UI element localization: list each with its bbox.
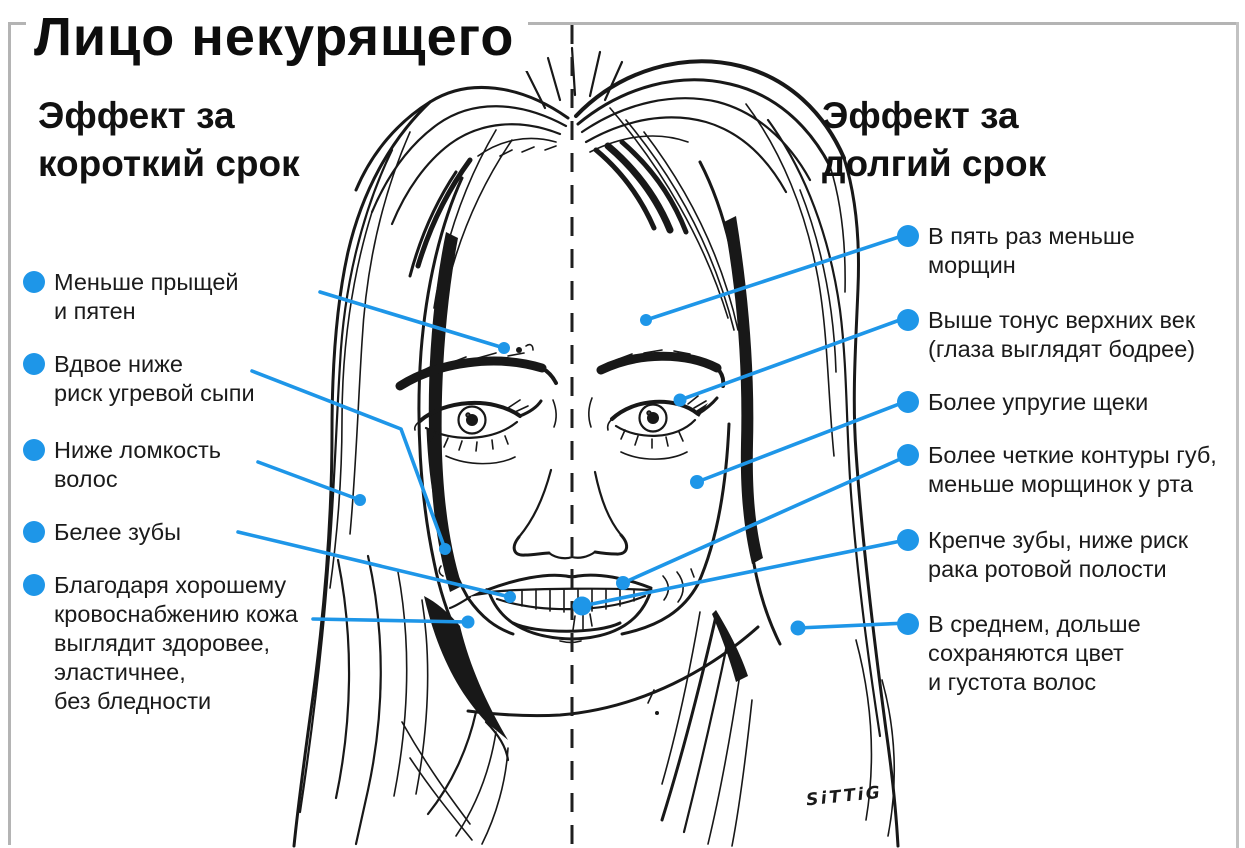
- callout-left-hair-brittleness: Ниже ломкость волос: [23, 436, 221, 494]
- callout-right-lip-contours: Более четкие контуры губ, меньше морщино…: [897, 441, 1217, 499]
- callout-text: В пять раз меньше морщин: [928, 223, 1135, 278]
- bullet-dot-icon: [23, 521, 45, 543]
- callout-left-healthy-skin: Благодаря хорошему кровоснабжению кожа в…: [23, 571, 298, 716]
- callout-text: Благодаря хорошему кровоснабжению кожа в…: [54, 572, 298, 714]
- bullet-dot-icon: [23, 574, 45, 596]
- callout-right-stronger-teeth: Крепче зубы, ниже риск рака ротовой поло…: [897, 526, 1188, 584]
- bullet-dot-icon: [23, 353, 45, 375]
- title-block: Лицо некурящего: [26, 0, 529, 72]
- callout-text: Ниже ломкость волос: [54, 437, 221, 492]
- bullet-dot-icon: [897, 529, 919, 551]
- frame-border-top: [8, 22, 1239, 25]
- bullet-dot-icon: [23, 439, 45, 461]
- callout-text: В среднем, дольше сохраняются цвет и гус…: [928, 611, 1141, 695]
- bullet-dot-icon: [897, 309, 919, 331]
- callout-left-acne-risk: Вдвое ниже риск угревой сыпи: [23, 350, 255, 408]
- bullet-dot-icon: [897, 391, 919, 413]
- callout-left-whiter-teeth: Белее зубы: [23, 518, 181, 547]
- left-column-header: Эффект за короткий срок: [38, 95, 300, 184]
- bullet-dot-icon: [897, 613, 919, 635]
- callout-text: Меньше прыщей и пятен: [54, 269, 239, 324]
- bullet-dot-icon: [897, 444, 919, 466]
- callout-text: Более упругие щеки: [928, 389, 1149, 415]
- bullet-dot-icon: [897, 225, 919, 247]
- callout-left-fewer-pimples: Меньше прыщей и пятен: [23, 268, 239, 326]
- callout-text: Более четкие контуры губ, меньше морщино…: [928, 442, 1217, 497]
- right-column-header: Эффект за долгий срок: [822, 95, 1047, 184]
- callout-right-firmer-cheeks: Более упругие щеки: [897, 388, 1148, 417]
- callout-right-eyelid-tone: Выше тонус верхних век (глаза выглядят б…: [897, 306, 1195, 364]
- callout-text: Крепче зубы, ниже риск рака ротовой поло…: [928, 527, 1188, 582]
- callout-right-hair-color-density: В среднем, дольше сохраняются цвет и гус…: [897, 610, 1141, 697]
- page-title: Лицо некурящего: [34, 7, 515, 67]
- frame-border-left: [8, 22, 11, 845]
- callout-right-fewer-wrinkles: В пять раз меньше морщин: [897, 222, 1135, 280]
- bullet-dot-icon: [23, 271, 45, 293]
- artist-signature: SiTTiG: [805, 783, 883, 811]
- callout-text: Белее зубы: [54, 519, 181, 545]
- frame-border-right: [1236, 22, 1239, 848]
- callout-text: Выше тонус верхних век (глаза выглядят б…: [928, 307, 1196, 362]
- callout-leader-lines: [236, 232, 910, 636]
- face-line-art: [292, 46, 900, 848]
- callout-text: Вдвое ниже риск угревой сыпи: [54, 351, 255, 406]
